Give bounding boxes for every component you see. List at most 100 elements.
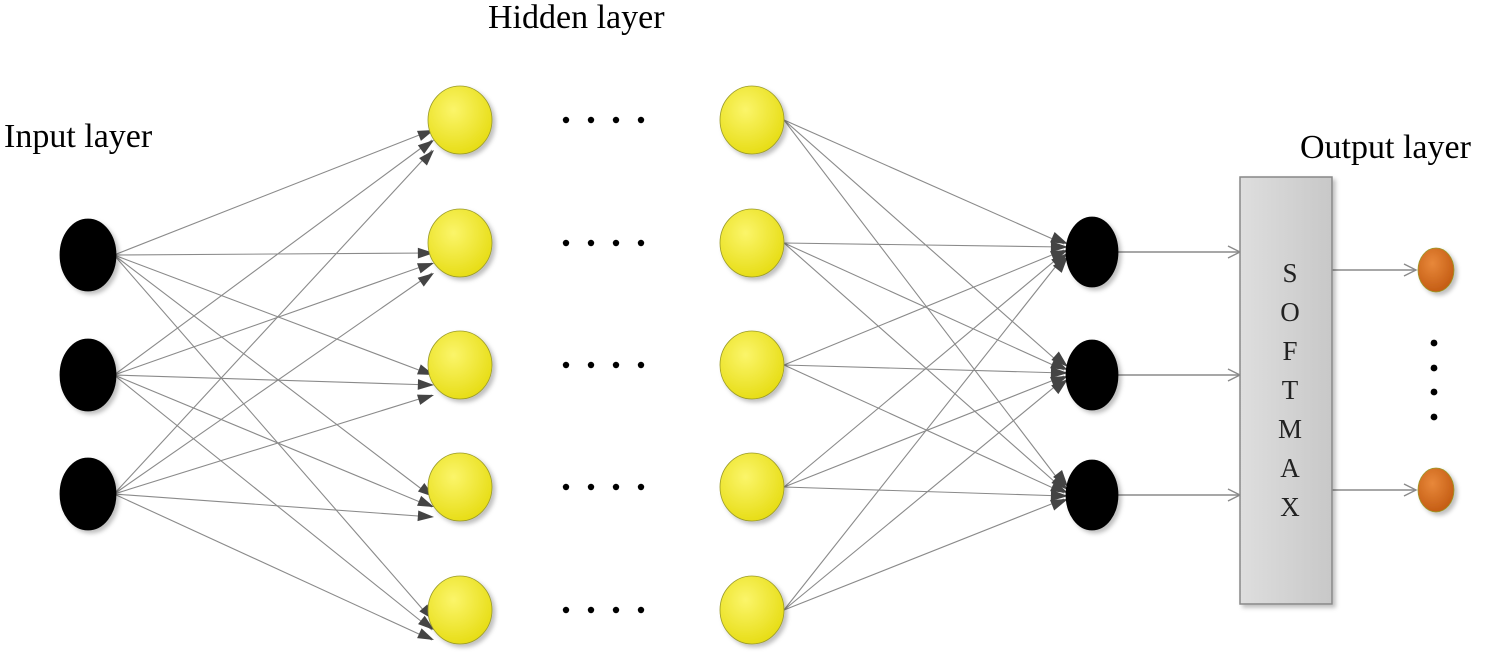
edge-hidden-penultimate <box>783 364 1065 374</box>
input-node <box>59 218 117 292</box>
edge-input-hidden <box>113 149 433 495</box>
ellipsis-dot <box>1430 388 1438 396</box>
arrowhead <box>1051 379 1068 395</box>
arrowhead <box>417 263 434 274</box>
softmax-letter: A <box>1280 453 1300 483</box>
ellipsis-dot <box>587 361 595 369</box>
arrowhead <box>417 628 434 640</box>
ellipsis-dot <box>1430 339 1438 347</box>
ellipsis-dot <box>587 116 595 124</box>
arrowhead <box>1050 480 1068 493</box>
ellipsis-dot <box>637 361 645 369</box>
arrowhead <box>417 379 434 390</box>
softmax-letter: O <box>1280 297 1300 327</box>
edge-hidden-penultimate <box>783 364 1065 494</box>
edge-input-hidden <box>113 254 433 621</box>
edge-input-hidden <box>113 262 433 376</box>
input-node <box>59 338 117 412</box>
edge-input-hidden <box>113 493 433 641</box>
edge-hidden-penultimate <box>783 242 1065 248</box>
hidden-layer-label: Hidden layer <box>488 0 665 36</box>
arrowhead <box>1051 351 1068 367</box>
arrowhead <box>417 130 434 141</box>
ellipsis-dot <box>587 606 595 614</box>
arrowhead <box>417 247 434 259</box>
edges-softmax-to-output <box>1332 263 1418 497</box>
ellipsis-dot <box>637 483 645 491</box>
edge-hidden-penultimate <box>783 486 1065 497</box>
edge-hidden-penultimate <box>783 119 1065 368</box>
ellipsis-dot <box>637 116 645 124</box>
hidden-node <box>719 330 785 400</box>
edge-input-hidden <box>113 252 433 256</box>
ellipsis-dot <box>612 361 620 369</box>
edge-input-hidden <box>113 394 433 495</box>
edge-hidden-penultimate <box>783 498 1065 611</box>
edge-hidden-penultimate <box>783 255 1065 611</box>
hidden-node <box>427 575 493 645</box>
edges-input-to-hidden <box>113 129 433 641</box>
ellipsis-dot <box>562 483 570 491</box>
edges-to-softmax <box>1118 245 1242 502</box>
arrowhead <box>417 273 434 287</box>
arrowhead <box>1050 499 1068 511</box>
ellipsis-dot <box>612 483 620 491</box>
penultimate-nodes <box>1065 216 1119 531</box>
edge-input-hidden <box>113 129 433 256</box>
ellipsis-dot <box>562 606 570 614</box>
output-layer-label: Output layer <box>1300 129 1472 166</box>
ellipsis-dot <box>637 239 645 247</box>
arrowhead <box>417 394 434 405</box>
hidden-node <box>427 85 493 155</box>
edge-input-hidden <box>113 254 433 498</box>
edge-hidden-penultimate <box>783 242 1065 371</box>
penultimate-node <box>1065 339 1119 411</box>
hidden-nodes-last <box>719 85 785 645</box>
edge-input-hidden <box>113 272 433 495</box>
ellipsis-dot <box>562 116 570 124</box>
input-layer-label: Input layer <box>4 118 153 155</box>
arrowhead <box>418 615 434 630</box>
edge-hidden-penultimate <box>783 249 1065 366</box>
softmax-letter: X <box>1280 492 1300 522</box>
arrowhead <box>419 150 434 166</box>
edge-hidden-penultimate <box>783 378 1065 611</box>
softmax-letter: S <box>1282 258 1297 288</box>
ellipsis-dot <box>587 483 595 491</box>
hidden-node <box>719 452 785 522</box>
output-node <box>1417 467 1455 513</box>
hidden-node <box>719 85 785 155</box>
ellipsis-dot <box>612 606 620 614</box>
penultimate-node <box>1065 459 1119 531</box>
arrowhead <box>1050 231 1068 244</box>
hidden-node <box>427 330 493 400</box>
edge-hidden-penultimate <box>783 119 1065 245</box>
softmax-letter: T <box>1282 375 1299 405</box>
hidden-node <box>427 208 493 278</box>
open-arrowhead <box>1403 483 1418 497</box>
edge-hidden-penultimate <box>783 242 1065 491</box>
input-nodes <box>59 218 117 531</box>
output-nodes <box>1417 247 1455 513</box>
edge-input-hidden <box>113 254 433 376</box>
hidden-nodes-first <box>427 85 493 645</box>
penultimate-node <box>1065 216 1119 288</box>
ellipsis-dot <box>587 239 595 247</box>
arrowhead <box>1050 357 1068 370</box>
softmax-box <box>1239 176 1333 605</box>
arrowhead <box>1051 474 1068 490</box>
input-node <box>59 457 117 531</box>
hidden-node <box>719 575 785 645</box>
arrowhead <box>417 495 434 507</box>
output-node <box>1417 247 1455 293</box>
arrowhead <box>1050 489 1068 502</box>
edge-hidden-penultimate <box>783 119 1065 488</box>
output-ellipsis-dots <box>1430 339 1438 421</box>
ellipsis-dot <box>562 361 570 369</box>
ellipsis-dot <box>612 239 620 247</box>
arrowhead <box>417 140 434 154</box>
ellipsis-dot <box>1430 413 1438 421</box>
